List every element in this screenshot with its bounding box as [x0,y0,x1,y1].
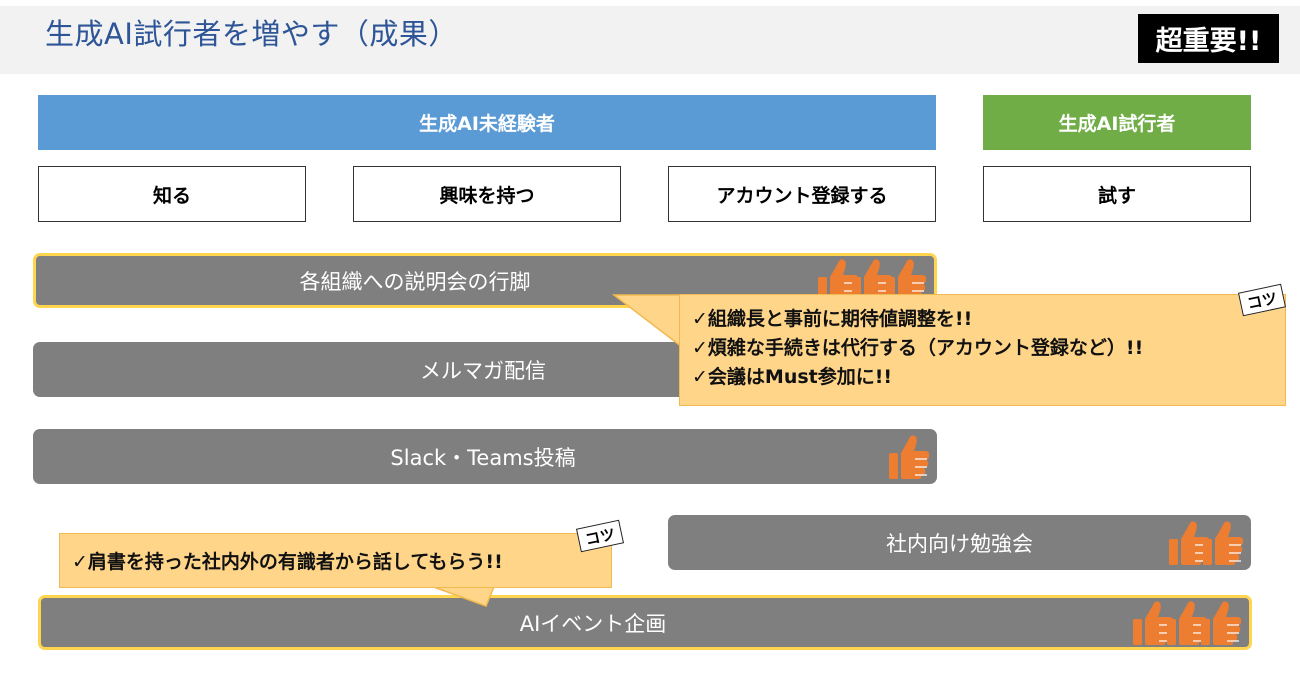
tip-line: ✓会議はMust参加に!! [692,366,893,388]
tip-callout-event: ✓肩書を持った社内外の有識者から話してもらう!! [59,533,612,588]
phase-trial: 生成AI試行者 [983,95,1251,150]
tip-callout-briefing: ✓組織長と事前に期待値調整を!! ✓煩雑な手続きは代行する（アカウント登録など）… [679,294,1286,406]
initiative-briefing-tour: 各組織への説明会の行脚 [33,253,937,308]
page-title: 生成AI試行者を増やす（成果） [45,17,458,51]
initiative-label: AIイベント企画 [519,611,667,636]
tip-line: ✓肩書を持った社内外の有識者から話してもらう!! [72,551,503,573]
callout-pointer [611,294,683,349]
tip-line: ✓煩雑な手続きは代行する（アカウント登録など）!! [692,337,1144,359]
stage-try: 試す [983,166,1251,222]
thumbs-up-icon [1203,520,1244,565]
thumbs-up-icon [1169,520,1210,565]
thumbs-up-icon-group [883,429,935,484]
thumbs-up-icon [1133,600,1174,645]
initiative-label: 社内向け勉強会 [886,531,1033,556]
initiative-study-session: 社内向け勉強会 [668,515,1251,570]
initiative-label: Slack・Teams投稿 [390,445,576,470]
initiative-ai-event: AIイベント企画 [38,595,1252,650]
initiative-chat-post: Slack・Teams投稿 [33,429,937,484]
stage-register: アカウント登録する [668,166,936,222]
tip-tag: コツ [575,519,625,553]
initiative-label: 各組織への説明会の行脚 [299,269,531,294]
initiative-label: メルマガ配信 [420,358,546,383]
thumbs-up-icon-group [1127,598,1247,647]
thumbs-up-icon [889,434,930,479]
importance-badge: 超重要!! [1138,14,1279,63]
thumbs-up-icon [1201,600,1242,645]
title-band [0,6,1300,74]
stage-know: 知る [38,166,306,222]
thumbs-up-icon-group [1163,515,1249,570]
stage-interest: 興味を持つ [353,166,621,222]
tip-line: ✓組織長と事前に期待値調整を!! [692,308,973,330]
phase-inexperienced: 生成AI未経験者 [38,95,936,150]
